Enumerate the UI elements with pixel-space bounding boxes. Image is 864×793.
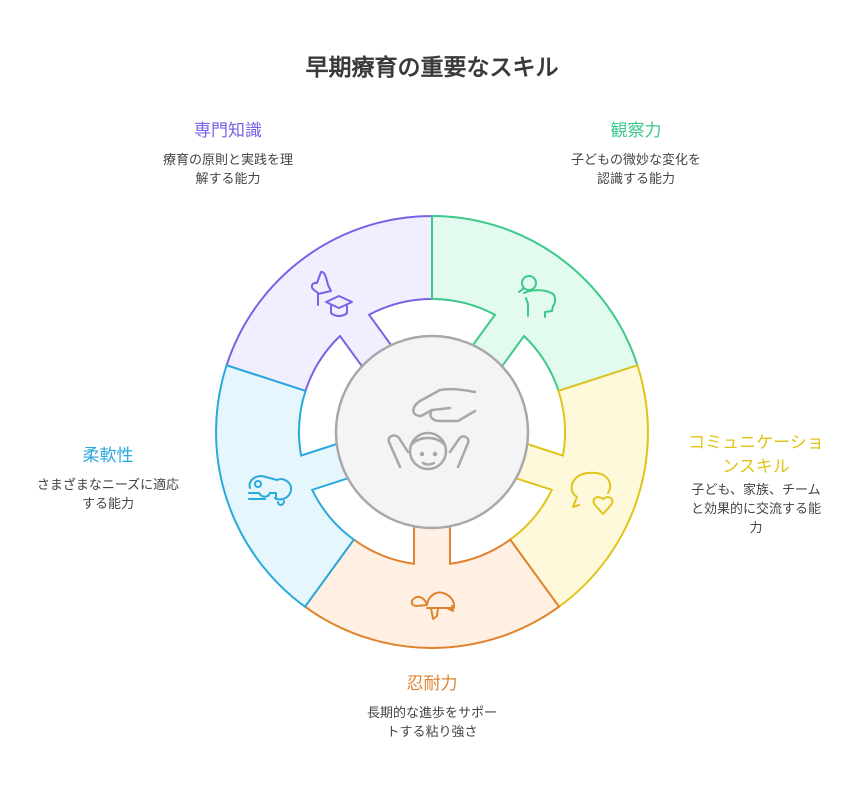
skill-desc: 力 [749, 521, 763, 536]
skill-desc: する能力 [81, 497, 134, 512]
skill-desc: 子どもの微妙な変化を [570, 153, 701, 168]
skill-desc: 子ども、家族、チーム [691, 483, 821, 498]
center-circle [334, 334, 530, 530]
skill-desc: トする粘り強さ [386, 725, 478, 740]
skill-desc: 療育の原則と実践を理 [162, 153, 293, 168]
skill-observation: 観察力 子どもの微妙な変化を認識する能力 [536, 119, 736, 189]
skill-title: 忍耐力 [406, 674, 458, 694]
skill-title: ンスキル [722, 457, 790, 477]
skill-desc: さまざまなニーズに適応 [36, 478, 180, 493]
skill-title: 柔軟性 [82, 446, 134, 466]
skill-desc: 解する能力 [195, 172, 261, 187]
head-magnifier-icon [518, 275, 557, 318]
skill-desc: 長期的な進歩をサポー [366, 706, 497, 721]
diagram-title: 早期療育の重要なスキル [305, 55, 559, 81]
skill-communication: コミュニケーショ ンスキル 子ども、家族、チームと効果的に交流する能力 [670, 431, 842, 538]
graduation-cap-icon [310, 270, 353, 317]
turtle-icon [410, 591, 456, 620]
speech-bubble-heart-icon [570, 471, 614, 515]
skill-expertise: 専門知識 療育の原則と実践を理解する能力 [128, 119, 328, 189]
skill-title: コミュニケーショ [688, 433, 824, 453]
skill-title: 専門知識 [194, 121, 262, 141]
skill-flexibility: 柔軟性 さまざまなニーズに適応する能力 [8, 444, 208, 514]
sector-flexibility [215, 364, 356, 609]
skill-title: 観察力 [610, 121, 662, 141]
skill-desc: と効果的に交流する能 [690, 502, 821, 517]
chameleon-icon [248, 475, 293, 506]
skill-patience: 忍耐力 長期的な進歩をサポートする粘り強さ [332, 672, 532, 742]
hand-over-child-icon [387, 387, 477, 471]
skill-desc: 認識する能力 [596, 172, 675, 187]
